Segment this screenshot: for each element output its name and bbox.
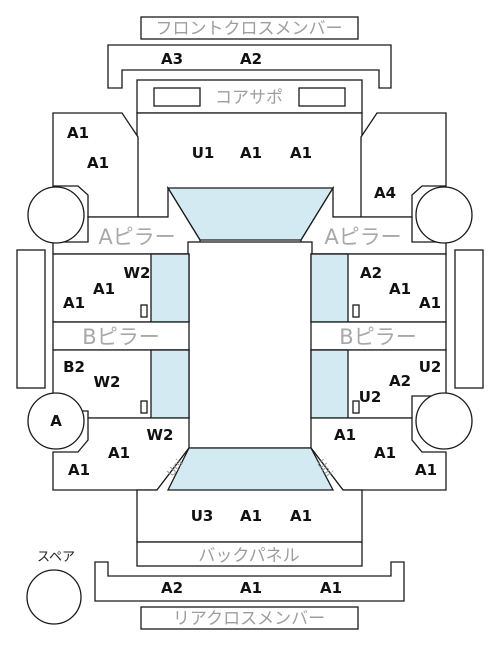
rear-door-right-rating-1: U2 [359,388,382,406]
headlight-left [153,87,201,107]
front-door-right-glass [310,253,349,323]
spare-label: スペア [37,550,75,565]
rear-quarter-right-rating-1: A1 [334,426,356,444]
headlight-right [298,87,346,107]
side-step-left [16,249,46,389]
rear-door-right-rating-2: A2 [389,372,411,390]
front-door-left-rating-1: W2 [124,264,151,282]
rear-quarter-left-rating-2: A1 [108,444,130,462]
back-panel [136,541,363,567]
rear-bumper-rating-3: A1 [320,579,342,597]
hood-rating-1: U1 [192,144,215,162]
tire-label: A [50,412,62,430]
wheel-rear-right [415,392,473,450]
wheel-front-left [27,186,85,244]
rear-bumper-rating-1: A2 [161,579,183,597]
b-pillar-right-label: Bピラー [339,325,416,349]
front-cross-member-box [140,16,359,40]
rear-door-left-handle [140,400,148,414]
rear-cross-member-label: リアクロスメンバー [173,609,325,629]
front-bumper-rating-1: A3 [161,50,183,68]
rear-quarter-left [52,417,190,491]
b-pillar-left [52,321,190,351]
a-pillar-left-label: Aピラー [98,225,175,249]
front-door-right-handle [352,304,360,318]
rear-door-left-rating-2: W2 [94,373,121,391]
front-fender-left-rating-2: A1 [87,154,109,172]
front-bumper [107,44,392,89]
rear-quarter-right-rating-3: A1 [415,461,437,479]
rear-bumper-rating-2: A1 [240,579,262,597]
wheel-front-right [415,186,473,244]
front-door-left-rating-3: A1 [63,294,85,312]
a-pillar-right-label: Aピラー [324,225,401,249]
b-pillar-right [310,321,447,351]
rear-quarter-left-rating-1: W2 [147,426,174,444]
front-door-right-rating-3: A1 [419,294,441,312]
hood-rating-3: A1 [290,144,312,162]
rear-cross-member-box [140,606,359,630]
rear-quarter-right [310,417,447,491]
core-support-label: コアサポ [215,88,283,108]
front-door-right-rating-1: A2 [360,264,382,282]
rear-door-right-rating-3: U2 [419,358,442,376]
front-cross-member-label: フロントクロスメンバー [156,19,343,39]
rear-quarter-left-rating-3: A1 [68,461,90,479]
rear-bumper [94,561,405,602]
rear-quarter-right-rating-2: A1 [374,444,396,462]
front-door-left-rating-2: A1 [93,280,115,298]
trunk-rating-1: U3 [191,507,214,525]
front-fender-left-rating-1: A1 [67,124,89,142]
rear-door-right-handle [352,400,360,414]
trunk-rating-2: A1 [240,507,262,525]
rear-window [166,447,335,491]
wheel-rear-left [27,392,85,450]
front-bumper-rating-2: A2 [240,50,262,68]
front-door-left-glass [150,253,190,323]
front-door-right-rating-2: A1 [389,280,411,298]
hood-rating-2: A1 [240,144,262,162]
rear-door-right-glass [310,349,349,419]
rear-door-left-rating-1: B2 [63,358,85,376]
spare-tire [26,569,82,625]
b-pillar-left-label: Bピラー [82,325,159,349]
roof [187,241,313,455]
rear-door-left-glass [150,349,190,419]
side-step-right [454,249,484,389]
front-fender-right-rating: A4 [374,184,396,202]
back-panel-label: バックパネル [198,546,299,566]
front-door-left-handle [140,304,148,318]
trunk-rating-3: A1 [290,507,312,525]
